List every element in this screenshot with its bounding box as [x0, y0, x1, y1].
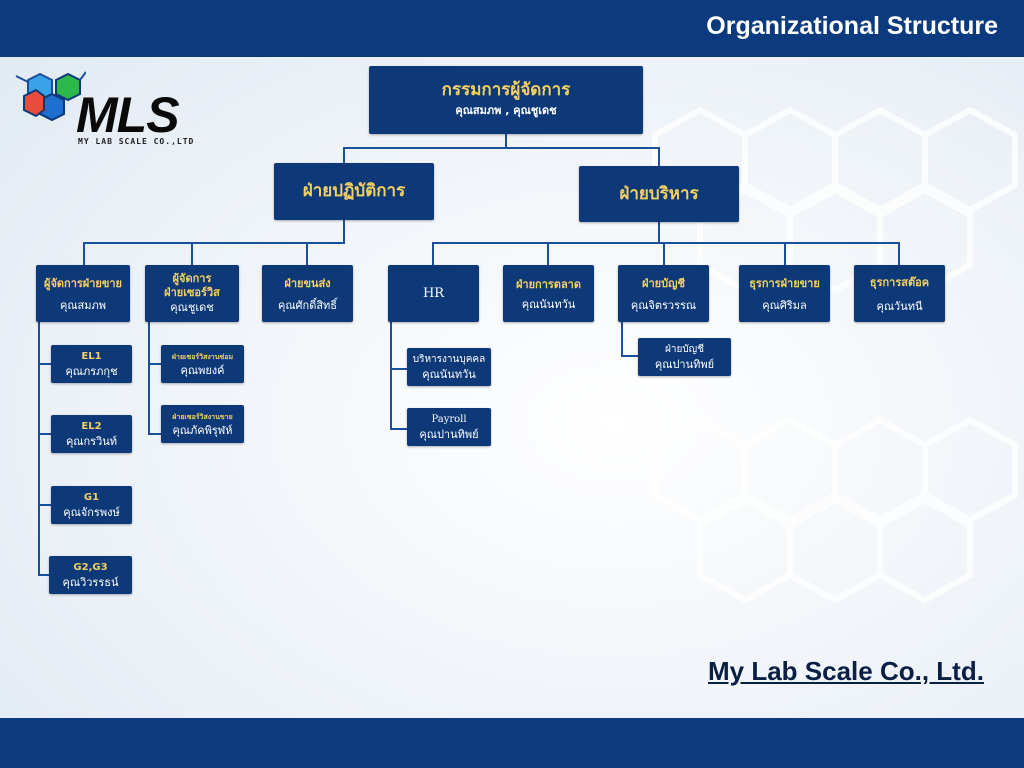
connector-line — [83, 242, 345, 244]
page-title: Organizational Structure — [706, 12, 998, 40]
connector-line — [148, 363, 161, 365]
sales-admin-role: ธุรการฝ่ายขาย — [749, 276, 820, 290]
service-manager-name: คุณชูเดช — [170, 301, 214, 314]
g2-g3-role: G2,G3 — [73, 561, 108, 573]
connector-line — [658, 147, 660, 166]
connector-line — [505, 134, 507, 148]
el1-name: คุณภรภกุช — [65, 364, 118, 378]
stock-admin-box: ธุรการสต๊อค คุณวันทนี — [854, 265, 945, 322]
connector-line — [390, 322, 392, 430]
g1-name: คุณจักรพงษ์ — [63, 505, 120, 519]
el1-role: EL1 — [81, 350, 102, 362]
stock-admin-name: คุณวันทนี — [876, 299, 923, 313]
molecule-logo-icon — [15, 71, 86, 122]
connector-line — [663, 242, 665, 266]
sales-manager-name: คุณสมภพ — [59, 298, 107, 312]
marketing-dept-role: ฝ่ายการตลาด — [515, 277, 582, 291]
accounting-dept-box: ฝ่ายบัญชี คุณจิตรวรรณ — [618, 265, 709, 322]
service-manager-role-line2: ฝ่ายเซอร์วิส — [164, 286, 220, 299]
personnel-admin-box: บริหารงานบุคคล คุณนันทวัน — [407, 348, 491, 386]
personnel-admin-role: บริหารงานบุคคล — [412, 353, 486, 365]
managing-director-names: คุณสมภพ , คุณชูเดช — [455, 104, 557, 117]
operations-dept-box: ฝ่ายปฏิบัติการ — [274, 163, 434, 220]
sales-admin-box: ธุรการฝ่ายขาย คุณศิริมล — [739, 265, 830, 322]
logistics-dept-box: ฝ่ายขนส่ง คุณศักดิ์สิทธิ์ — [262, 265, 353, 322]
connector-line — [38, 504, 51, 506]
g2-g3-name: คุณวิวรรธน์ — [62, 575, 119, 589]
sales-manager-box: ผู้จัดการฝ่ายขาย คุณสมภพ — [36, 265, 130, 322]
accounting-dept-name: คุณจิตรวรรณ — [630, 298, 697, 312]
service-manager-role-line1: ผู้จัดการ — [172, 272, 212, 285]
footer-bar — [0, 718, 1024, 768]
connector-line — [547, 242, 549, 266]
personnel-admin-name: คุณนันทวัน — [422, 367, 476, 381]
service-repair-name: คุณพยงค์ — [180, 363, 225, 377]
stock-admin-role: ธุรการสต๊อค — [869, 275, 930, 289]
connector-line — [390, 428, 407, 430]
connector-line — [148, 433, 161, 435]
service-manager-box: ผู้จัดการ ฝ่ายเซอร์วิส คุณชูเดช — [145, 265, 239, 322]
hr-dept-box: HR — [388, 265, 479, 322]
connector-line — [38, 574, 51, 576]
logistics-dept-role: ฝ่ายขนส่ง — [284, 276, 331, 290]
connector-line — [432, 242, 434, 266]
payroll-name: คุณปานทิพย์ — [419, 427, 479, 441]
connector-line — [38, 433, 51, 435]
connector-line — [390, 368, 407, 370]
payroll-box: Payroll คุณปานทิพย์ — [407, 408, 491, 446]
connector-line — [784, 242, 786, 266]
accounting-staff-name: คุณปานทิพย์ — [654, 357, 715, 371]
logistics-dept-name: คุณศักดิ์สิทธิ์ — [277, 298, 338, 312]
payroll-role: Payroll — [431, 413, 467, 425]
connector-line — [306, 242, 308, 266]
el2-role: EL2 — [81, 420, 102, 432]
connector-line — [343, 147, 660, 149]
service-sales-role: ฝ่ายเซอร์วิสงานขาย — [172, 412, 233, 421]
company-name: My Lab Scale Co., Ltd. — [708, 656, 984, 686]
connector-line — [38, 363, 51, 365]
connector-line — [621, 322, 623, 357]
marketing-dept-box: ฝ่ายการตลาด คุณนันทวัน — [503, 265, 594, 322]
accounting-dept-role: ฝ่ายบัญชี — [642, 276, 685, 290]
connector-line — [148, 322, 150, 435]
accounting-staff-role: ฝ่ายบัญชี — [665, 343, 704, 355]
hr-dept-role: HR — [422, 286, 445, 301]
g1-role: G1 — [83, 491, 100, 503]
service-sales-box: ฝ่ายเซอร์วิสงานขาย คุณภัคพิรุฬห์ — [161, 405, 244, 443]
g2-g3-box: G2,G3 คุณวิวรรธน์ — [49, 556, 132, 594]
connector-line — [191, 242, 193, 266]
connector-line — [343, 147, 345, 164]
managing-director-role: กรรมการผู้จัดการ — [441, 80, 571, 100]
marketing-dept-name: คุณนันทวัน — [521, 297, 576, 311]
sales-admin-name: คุณศิริมล — [762, 298, 807, 312]
connector-line — [343, 220, 345, 243]
managing-director-box: กรรมการผู้จัดการ คุณสมภพ , คุณชูเดช — [369, 66, 643, 134]
connector-line — [621, 355, 638, 357]
el2-name: คุณกรวินท์ — [65, 434, 118, 448]
sales-manager-role: ผู้จัดการฝ่ายขาย — [44, 276, 122, 290]
logo-tagline: MY LAB SCALE CO.,LTD — [78, 137, 195, 146]
service-sales-name: คุณภัคพิรุฬห์ — [172, 423, 233, 437]
connector-line — [38, 322, 40, 575]
administration-dept-role: ฝ่ายบริหาร — [619, 183, 699, 204]
logo-wordmark: MLS — [76, 87, 180, 143]
administration-dept-box: ฝ่ายบริหาร — [579, 166, 739, 222]
service-repair-role: ฝ่ายเซอร์วิสงานซ่อม — [171, 352, 234, 361]
connector-line — [658, 222, 660, 243]
g1-box: G1 คุณจักรพงษ์ — [51, 486, 132, 524]
operations-dept-role: ฝ่ายปฏิบัติการ — [302, 181, 406, 201]
el1-box: EL1 คุณภรภกุช — [51, 345, 132, 383]
connector-line — [83, 242, 85, 266]
el2-box: EL2 คุณกรวินท์ — [51, 415, 132, 453]
header-bar — [0, 0, 1024, 57]
service-repair-box: ฝ่ายเซอร์วิสงานซ่อม คุณพยงค์ — [161, 345, 244, 383]
connector-line — [432, 242, 900, 244]
connector-line — [898, 242, 900, 266]
accounting-staff-box: ฝ่ายบัญชี คุณปานทิพย์ — [638, 338, 731, 376]
